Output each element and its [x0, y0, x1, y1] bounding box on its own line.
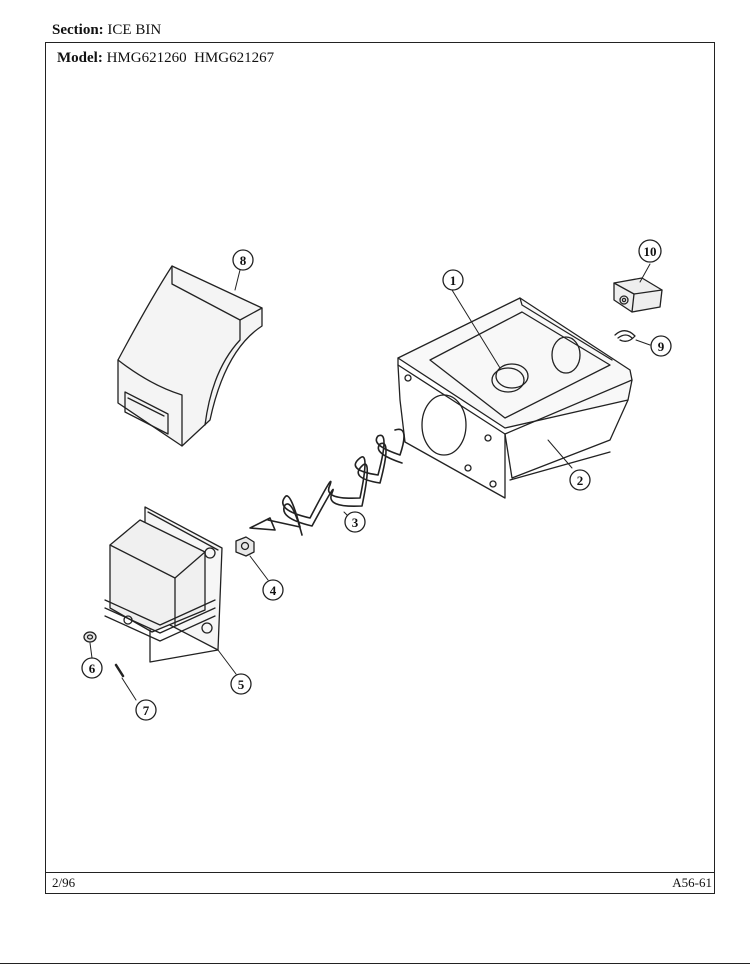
- diagram-frame: [45, 42, 715, 894]
- model-value: HMG621260 HMG621267: [106, 50, 275, 66]
- section-heading: Section: ICE BIN: [52, 22, 161, 39]
- callout-10-text: 10: [644, 244, 657, 259]
- callout-3-text: 3: [352, 515, 359, 530]
- part-10-switch: [613, 277, 663, 313]
- section-value: ICE BIN: [107, 22, 162, 38]
- callout-1: 1: [442, 269, 464, 291]
- callout-2-text: 2: [577, 473, 584, 488]
- part-4-nut: [235, 536, 255, 557]
- callout-6: 6: [81, 657, 103, 679]
- part-9-clip: [614, 330, 636, 342]
- callout-8: 8: [232, 249, 254, 271]
- leader-lines: [89, 263, 651, 701]
- callout-7-text: 7: [143, 703, 150, 718]
- part-7-pin: [114, 663, 125, 678]
- part-2-ice-bin: [397, 297, 633, 499]
- part-5-motor-housing: [104, 506, 223, 663]
- part-8-bin-cover: [117, 265, 263, 447]
- callout-10: 10: [638, 239, 662, 263]
- callout-5-text: 5: [238, 677, 245, 692]
- footer-page-code: A56-61: [672, 875, 712, 890]
- model-heading: Model: HMG621260 HMG621267: [57, 50, 274, 67]
- page-bottom-rule: [0, 963, 750, 964]
- footer-date: 2/96: [52, 875, 76, 890]
- callout-1-text: 1: [450, 273, 457, 288]
- callout-9-text: 9: [658, 339, 665, 354]
- part-3-auger: [249, 428, 405, 536]
- callout-7: 7: [135, 699, 157, 721]
- callout-6-text: 6: [89, 661, 96, 676]
- model-label: Model:: [57, 50, 103, 66]
- callout-4: 4: [262, 579, 284, 601]
- callout-8-text: 8: [240, 253, 247, 268]
- part-6-washer: [83, 631, 97, 643]
- callout-5: 5: [230, 673, 252, 695]
- footer-divider: [45, 872, 715, 873]
- section-label: Section:: [52, 22, 104, 38]
- callout-9: 9: [650, 335, 672, 357]
- callout-3: 3: [344, 511, 366, 533]
- callout-4-text: 4: [270, 583, 277, 598]
- callout-2: 2: [569, 469, 591, 491]
